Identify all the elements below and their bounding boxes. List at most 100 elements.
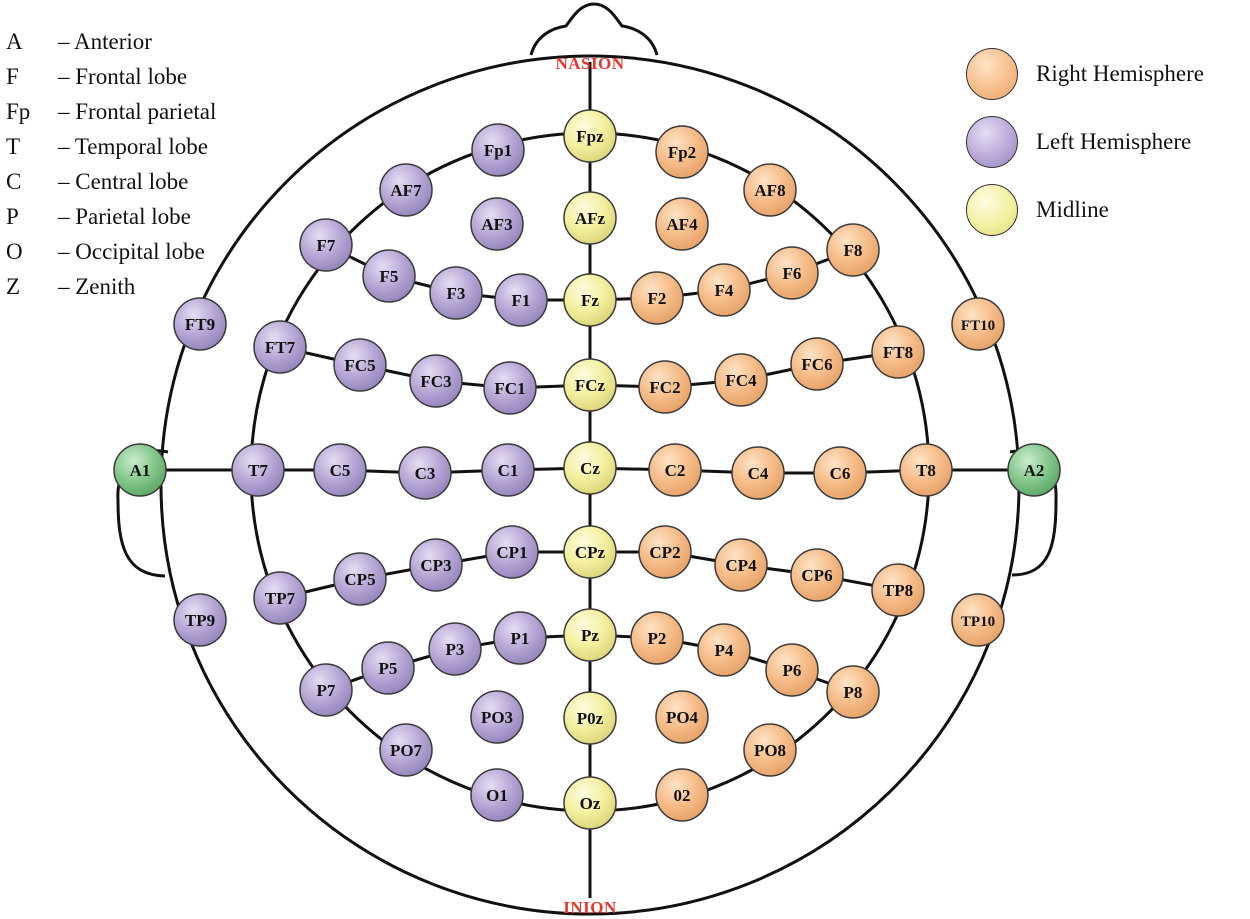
abbreviation-desc: – Temporal lobe (58, 134, 208, 159)
electrode-cpz: CPz (563, 525, 617, 579)
electrode-label: CP4 (725, 556, 757, 575)
electrode-02: 02 (655, 768, 709, 822)
electrode-f8: F8 (826, 223, 880, 277)
electrode-label: 02 (674, 786, 691, 805)
electrode-label: FC4 (725, 371, 757, 390)
legend-swatch (966, 48, 1018, 100)
electrode-label: FT10 (961, 318, 995, 334)
electrode-label: CP2 (649, 543, 680, 562)
electrode-marker (655, 690, 709, 744)
electrode-marker (563, 109, 617, 163)
electrode-marker (483, 361, 537, 415)
electrode-af7: AF7 (379, 163, 433, 217)
electrode-label: AFz (575, 209, 606, 228)
electrode-label: F5 (380, 267, 399, 286)
electrode-ft10: FT10 (951, 297, 1005, 351)
electrode-marker (563, 191, 617, 245)
electrode-p7: P7 (299, 663, 353, 717)
electrode-marker (409, 538, 463, 592)
electrode-label: Fz (581, 291, 599, 310)
electrode-label: T8 (916, 461, 936, 480)
electrode-marker (813, 446, 867, 500)
electrode-p5: P5 (361, 641, 415, 695)
electrode-tp7: TP7 (253, 571, 307, 625)
legend-item-right-hemisphere: Right Hemisphere (966, 40, 1204, 108)
electrode-label: TP9 (185, 611, 215, 630)
electrode-label: Pz (581, 626, 599, 645)
electrode-label: TP7 (265, 589, 296, 608)
electrode-label: P3 (446, 640, 465, 659)
abbreviation-row: C– Central lobe (6, 164, 216, 199)
electrode-marker (333, 338, 387, 392)
electrode-marker (743, 723, 797, 777)
electrode-marker (765, 643, 819, 697)
electrode-c3: C3 (398, 446, 452, 500)
abbreviation-desc: – Zenith (58, 274, 136, 299)
electrode-marker (826, 665, 880, 719)
electrode-t8: T8 (899, 443, 953, 497)
electrode-label: C3 (415, 464, 436, 483)
electrode-label: F1 (512, 291, 531, 310)
electrode-p2: P2 (630, 611, 684, 665)
electrode-marker (765, 246, 819, 300)
legend-item-midline: Midline (966, 176, 1204, 244)
electrode-label: PO4 (666, 708, 699, 727)
electrode-label: P2 (648, 629, 667, 648)
electrode-label: TP10 (961, 614, 995, 630)
electrode-af8: AF8 (743, 163, 797, 217)
abbreviation-row: F– Frontal lobe (6, 59, 216, 94)
abbreviation-desc: – Parietal lobe (58, 204, 191, 229)
electrode-label: F7 (317, 236, 336, 255)
electrode-marker (173, 297, 227, 351)
electrode-f5: F5 (362, 249, 416, 303)
electrode-marker (493, 611, 547, 665)
electrode-ft9: FT9 (173, 297, 227, 351)
electrode-fp2: Fp2 (655, 125, 709, 179)
electrode-tp8: TP8 (871, 563, 925, 617)
electrode-marker (655, 197, 709, 251)
nasion-label: NASION (555, 54, 625, 73)
electrode-label: F8 (844, 241, 863, 260)
electrode-f1: F1 (494, 273, 548, 327)
electrode-p8: P8 (826, 665, 880, 719)
abbreviation-desc: – Frontal parietal (58, 99, 217, 124)
electrode-label: C2 (665, 461, 686, 480)
electrode-fpz: Fpz (563, 109, 617, 163)
electrode-tp9: TP9 (173, 593, 227, 647)
electrode-label: C1 (498, 461, 519, 480)
abbreviation-key: O (6, 239, 23, 264)
electrode-po3: PO3 (470, 690, 524, 744)
electrode-label: PO7 (390, 741, 423, 760)
electrode-marker (563, 776, 617, 830)
electrode-fc3: FC3 (409, 354, 463, 408)
electrode-label: CPz (575, 543, 606, 562)
electrode-fc4: FC4 (714, 353, 768, 407)
electrode-po7: PO7 (379, 723, 433, 777)
electrode-label: A1 (130, 461, 151, 480)
electrode-marker (563, 358, 617, 412)
abbreviation-key: T (6, 134, 21, 159)
legend-label: Midline (1036, 197, 1109, 222)
electrode-marker (697, 263, 751, 317)
electrode-label: F2 (648, 289, 667, 308)
electrode-label: FT8 (883, 343, 913, 362)
electrode-cp3: CP3 (409, 538, 463, 592)
legend-item-left-hemisphere: Left Hemisphere (966, 108, 1204, 176)
electrode-p4: P4 (697, 623, 751, 677)
abbreviation-row: A– Anterior (6, 24, 216, 59)
electrode-marker (361, 641, 415, 695)
electrode-marker (563, 608, 617, 662)
electrode-cp6: CP6 (790, 548, 844, 602)
electrode-marker (714, 538, 768, 592)
electrode-marker (697, 623, 751, 677)
electrode-marker (379, 723, 433, 777)
electrode-label: O1 (486, 786, 508, 805)
electrode-marker (790, 548, 844, 602)
electrode-marker (731, 446, 785, 500)
electrode-fp1: Fp1 (471, 123, 525, 177)
abbreviation-row: Z– Zenith (6, 269, 216, 304)
electrode-label: P7 (317, 681, 336, 700)
electrode-label: AF7 (390, 181, 422, 200)
electrode-marker (494, 273, 548, 327)
electrode-label: CP3 (420, 556, 451, 575)
